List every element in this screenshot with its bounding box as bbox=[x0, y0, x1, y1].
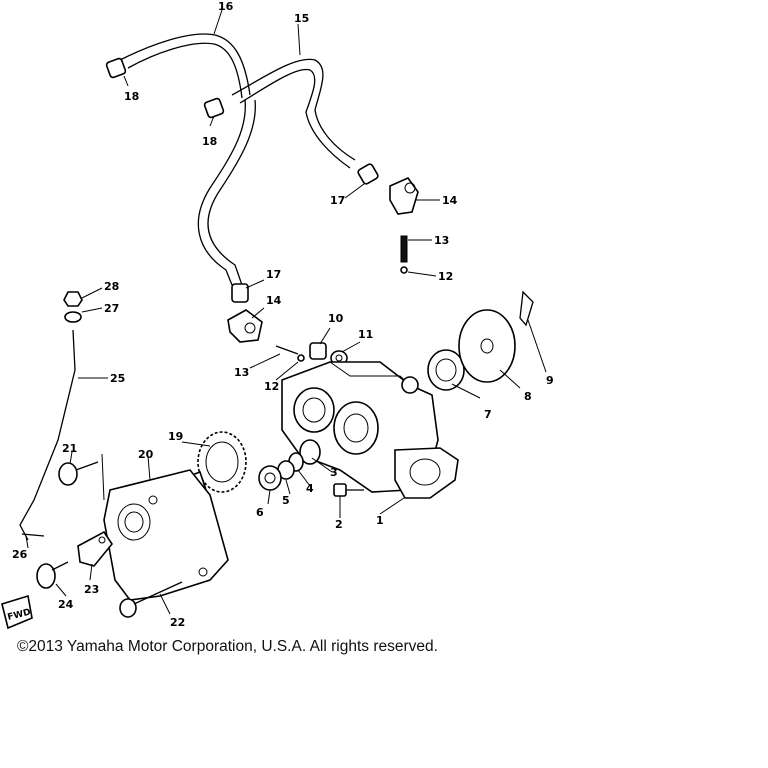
part-label: 26 bbox=[12, 548, 28, 561]
part-label: 23 bbox=[84, 583, 99, 596]
spring-13-left bbox=[275, 345, 305, 362]
part-label: 12 bbox=[438, 270, 453, 283]
part-label: 4 bbox=[306, 482, 314, 495]
part-label: 17 bbox=[330, 194, 345, 207]
fwd-arrow-icon: FWD bbox=[1, 594, 33, 630]
adjust-knob-24 bbox=[36, 561, 69, 589]
part-label: 18 bbox=[202, 135, 217, 148]
clamp-17-right bbox=[357, 163, 379, 185]
part-label: 16 bbox=[218, 0, 234, 13]
oil-seal-7 bbox=[427, 349, 465, 391]
clamp-18-top bbox=[105, 57, 127, 79]
part-label: 14 bbox=[266, 294, 282, 307]
hose-lower bbox=[197, 99, 256, 286]
part-label: 13 bbox=[434, 234, 449, 247]
nut-28 bbox=[63, 291, 83, 307]
part-label: 19 bbox=[168, 430, 183, 443]
part-label: 7 bbox=[484, 408, 492, 421]
part-label: 2 bbox=[335, 518, 343, 531]
spring-13-right bbox=[400, 235, 408, 274]
part-label: 3 bbox=[330, 466, 338, 479]
part-label: 22 bbox=[170, 616, 185, 629]
part-label: 13 bbox=[234, 366, 249, 379]
nut-10 bbox=[309, 342, 327, 360]
clip-26 bbox=[21, 533, 45, 537]
control-rod-25 bbox=[19, 329, 76, 541]
part-label: 28 bbox=[104, 280, 119, 293]
part-label: 10 bbox=[328, 312, 344, 325]
disc-8 bbox=[458, 309, 516, 383]
leader-lines bbox=[25, 9, 547, 615]
part-label: 25 bbox=[110, 372, 125, 385]
part-label: 27 bbox=[104, 302, 119, 315]
clamp-18-mid bbox=[203, 97, 225, 119]
plate-23 bbox=[77, 530, 113, 567]
part-label: 5 bbox=[282, 494, 290, 507]
oil-pump-body bbox=[281, 361, 459, 499]
part-labels: 1 2 3 4 5 6 7 8 9 10 11 12 12 13 13 14 1… bbox=[12, 0, 554, 629]
hose-15 bbox=[231, 58, 356, 169]
elbow-fitting-14-right bbox=[389, 177, 419, 215]
screw-21 bbox=[58, 461, 99, 486]
clamp-17-left bbox=[231, 283, 249, 303]
part-label: 12 bbox=[264, 380, 279, 393]
part-label: 18 bbox=[124, 90, 139, 103]
part-label: 9 bbox=[546, 374, 554, 387]
part-label: 1 bbox=[376, 514, 384, 527]
washer-27 bbox=[64, 311, 82, 323]
elbow-fitting-14-left bbox=[227, 309, 263, 343]
part-label: 21 bbox=[62, 442, 77, 455]
pump-cover-20 bbox=[103, 469, 229, 601]
bolt-2 bbox=[333, 483, 364, 497]
part-label: 15 bbox=[294, 12, 309, 25]
part-label: 24 bbox=[58, 598, 74, 611]
copyright-notice: ©2013 Yamaha Motor Corporation, U.S.A. A… bbox=[17, 638, 438, 655]
hose-16 bbox=[119, 33, 251, 99]
bolt-22 bbox=[119, 581, 183, 618]
part-label: 20 bbox=[138, 448, 154, 461]
cotter-pin-9 bbox=[519, 290, 534, 327]
exploded-parts-diagram: FWD 1 bbox=[1, 0, 554, 630]
nut-6 bbox=[258, 465, 282, 491]
part-label: 8 bbox=[524, 390, 532, 403]
part-label: 17 bbox=[266, 268, 281, 281]
part-label: 14 bbox=[442, 194, 458, 207]
part-label: 6 bbox=[256, 506, 264, 519]
washer-3 bbox=[299, 439, 321, 465]
part-label: 11 bbox=[358, 328, 373, 341]
